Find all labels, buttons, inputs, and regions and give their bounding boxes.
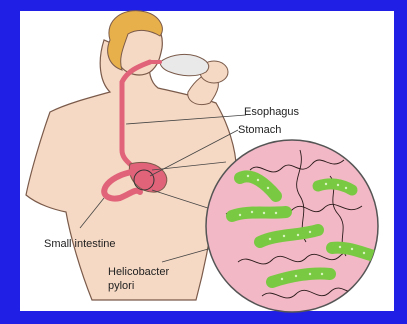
bacterium-6 (318, 184, 352, 190)
label-esophagus: Esophagus (244, 106, 299, 118)
label-helicobacter: Helicobacter (108, 266, 169, 278)
label-stomach: Stomach (238, 124, 281, 136)
breath-bag-icon (160, 54, 209, 75)
label-small-intestine: Small intestine (44, 238, 116, 250)
label-pylori: pylori (108, 280, 134, 292)
